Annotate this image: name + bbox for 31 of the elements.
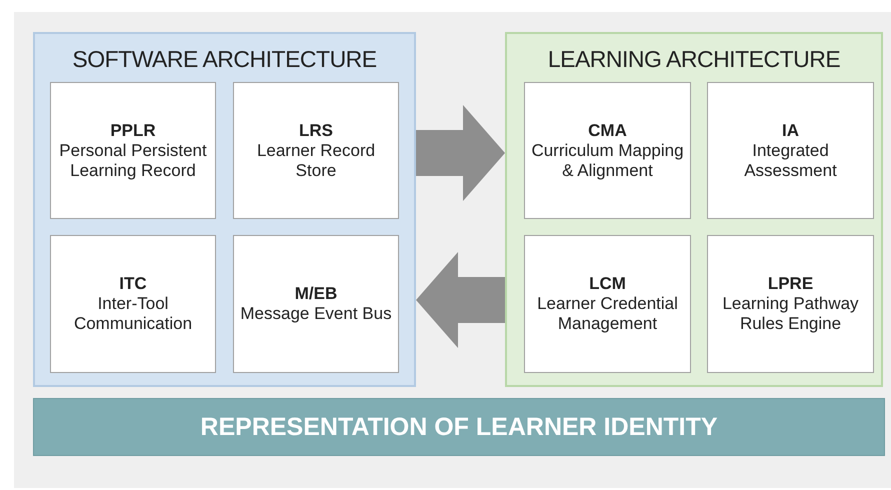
component-name: Learner Credential Management [536, 294, 679, 334]
block-arrow [416, 252, 505, 348]
acronym-label: LRS [299, 120, 333, 140]
component-box [233, 235, 399, 373]
component-box [524, 82, 691, 219]
component-box [50, 235, 216, 373]
component-name: Integrated Assessment [743, 140, 838, 180]
component-name: Curriculum Mapping & Alignment [530, 140, 685, 180]
acronym-label: LPRE [768, 274, 814, 294]
identity-banner: REPRESENTATION OF LEARNER IDENTITY [33, 398, 885, 456]
component-name: Learner Record Store [256, 140, 376, 180]
acronym-label: M/EB [294, 284, 338, 304]
component-box [233, 82, 399, 219]
acronym-label: ITC [119, 274, 147, 294]
component-box [707, 235, 874, 373]
acronym-label: PPLR [110, 120, 156, 140]
section-title: LEARNING ARCHITECTURE [546, 46, 842, 73]
component-box [50, 82, 216, 219]
section-panel [505, 32, 883, 387]
component-box [707, 82, 874, 219]
acronym-label: CMA [588, 120, 627, 140]
acronym-label: LCM [589, 274, 626, 294]
acronym-label: IA [782, 120, 799, 140]
component-name: Learning Pathway Rules Engine [721, 294, 860, 334]
section-panel [33, 32, 416, 387]
component-name: Inter-Tool Communication [72, 294, 194, 334]
component-name: Personal Persistent Learning Record [58, 140, 208, 180]
section-title: SOFTWARE ARCHITECTURE [71, 46, 378, 73]
block-arrow [416, 105, 505, 201]
component-box [524, 235, 691, 373]
component-name: Message Event Bus [240, 304, 392, 324]
